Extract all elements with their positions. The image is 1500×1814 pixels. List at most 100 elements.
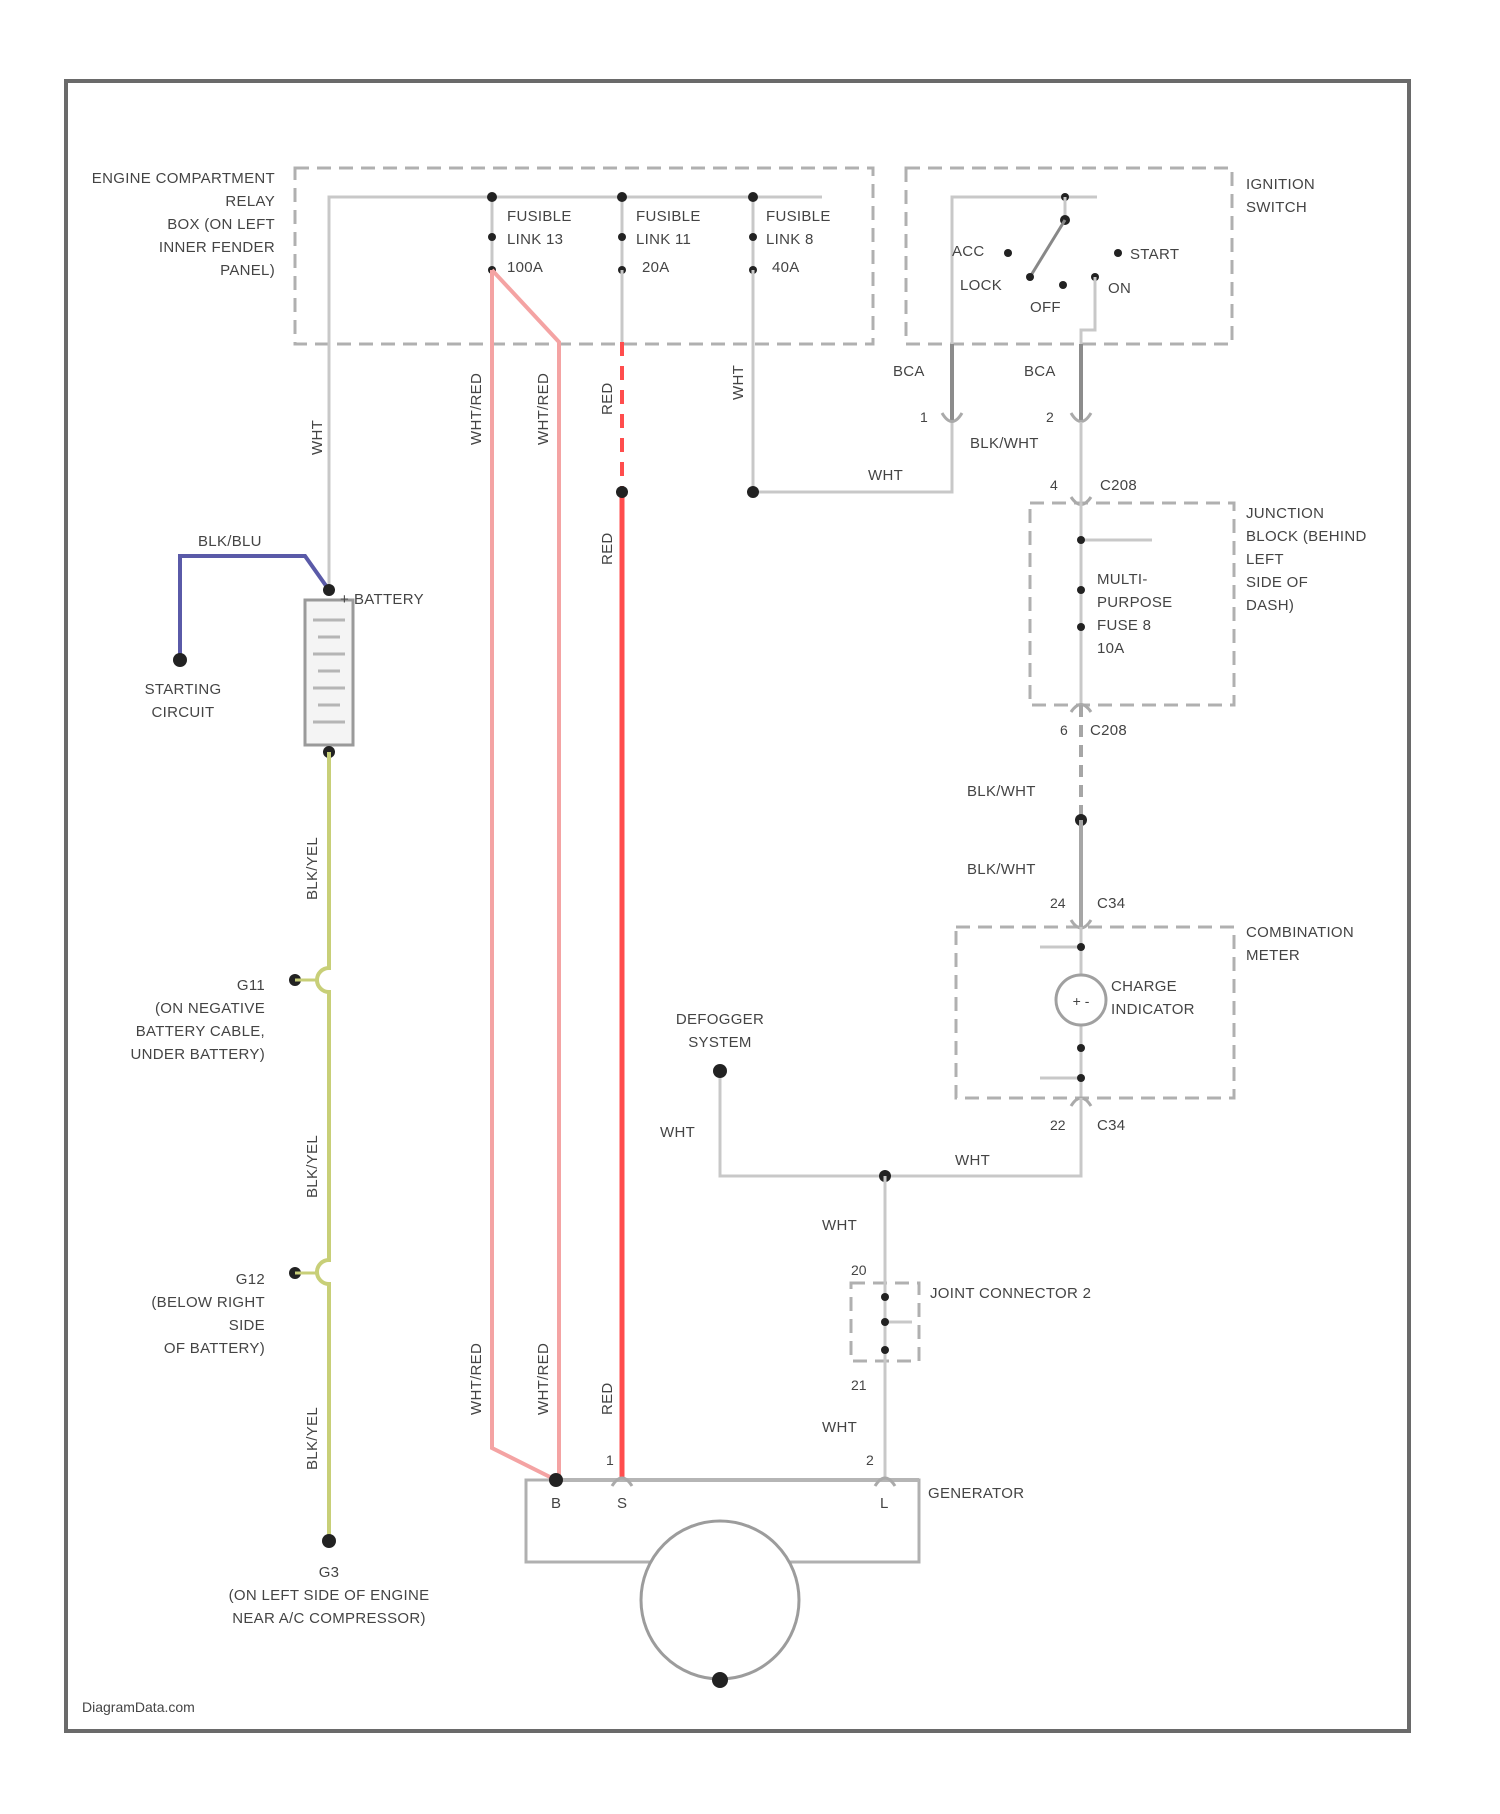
wire-splice-to-defogger bbox=[720, 1071, 885, 1176]
wire-label-wht-red-3: WHT/RED bbox=[468, 1343, 485, 1415]
relay-box-bus bbox=[329, 197, 822, 344]
generator-pin-l-num: 2 bbox=[866, 1452, 874, 1468]
svg-text:LINK 13: LINK 13 bbox=[507, 231, 563, 248]
wire-label-wht-jc-top: WHT bbox=[822, 1217, 857, 1234]
svg-text:UNDER BATTERY): UNDER BATTERY) bbox=[131, 1046, 266, 1063]
charge-indicator-label: CHARGE INDICATOR bbox=[1111, 978, 1195, 1018]
source-watermark: DiagramData.com bbox=[82, 1699, 195, 1715]
wire-label-wht-junc: WHT bbox=[868, 467, 903, 484]
starting-circuit-label: STARTING CIRCUIT bbox=[145, 681, 222, 721]
svg-text:MULTI-: MULTI- bbox=[1097, 571, 1148, 588]
junction-node-1 bbox=[1077, 536, 1085, 544]
fusible-link-8-label: FUSIBLE LINK 8 40A bbox=[766, 208, 831, 276]
svg-text:COMBINATION: COMBINATION bbox=[1246, 924, 1354, 941]
svg-text:FUSE 8: FUSE 8 bbox=[1097, 617, 1151, 634]
switch-pos-on: ON bbox=[1108, 280, 1131, 297]
relay-bus-node-3 bbox=[748, 192, 758, 202]
svg-text:STARTING: STARTING bbox=[145, 681, 222, 698]
wire-label-red-bot: RED bbox=[599, 1382, 616, 1415]
wire-label-bca-1: BCA bbox=[893, 363, 925, 380]
svg-text:40A: 40A bbox=[772, 259, 800, 276]
svg-text:IGNITION: IGNITION bbox=[1246, 176, 1315, 193]
connector-c34b: C34 bbox=[1097, 1117, 1125, 1134]
meter-node-bot bbox=[1077, 1074, 1085, 1082]
generator-pin-s: S bbox=[617, 1495, 627, 1512]
connector-c208-pin: 4 bbox=[1050, 477, 1058, 493]
svg-text:BLOCK (BEHIND: BLOCK (BEHIND bbox=[1246, 528, 1367, 545]
ignition-switch-label: IGNITION SWITCH bbox=[1246, 176, 1315, 216]
fl8-term-a bbox=[749, 233, 757, 241]
battery-positive-node bbox=[323, 584, 335, 596]
ground-g3 bbox=[322, 1534, 336, 1548]
generator-label: GENERATOR bbox=[928, 1485, 1024, 1502]
junction-fuse-a bbox=[1077, 586, 1085, 594]
ground-g11-label: G11 (ON NEGATIVE BATTERY CABLE, UNDER BA… bbox=[131, 977, 266, 1063]
ign-acc-contact bbox=[1004, 249, 1012, 257]
ign-start-contact bbox=[1114, 249, 1122, 257]
wire-label-blk-wht-3: BLK/WHT bbox=[967, 861, 1036, 878]
wire-label-blk-yel-1: BLK/YEL bbox=[304, 837, 321, 900]
svg-text:RELAY: RELAY bbox=[225, 193, 275, 210]
svg-text:LEFT: LEFT bbox=[1246, 551, 1284, 568]
connector-c208: C208 bbox=[1100, 477, 1137, 494]
wire-label-bca-2: BCA bbox=[1024, 363, 1056, 380]
wire-label-wht-fl8: WHT bbox=[730, 365, 747, 400]
battery-icon bbox=[305, 600, 353, 745]
svg-text:G11: G11 bbox=[237, 977, 265, 994]
charge-indicator-symbol: + - bbox=[1073, 993, 1090, 1009]
junction-fuse-b bbox=[1077, 623, 1085, 631]
joint-node-1 bbox=[881, 1293, 889, 1301]
switch-pos-start: START bbox=[1130, 246, 1179, 263]
svg-text:G3: G3 bbox=[319, 1564, 340, 1581]
wire-fl13-generator-b-2 bbox=[492, 270, 559, 1480]
svg-text:SWITCH: SWITCH bbox=[1246, 199, 1307, 216]
joint-pin-b: 21 bbox=[851, 1377, 867, 1393]
fl13-term-a bbox=[488, 233, 496, 241]
svg-text:ENGINE COMPARTMENT: ENGINE COMPARTMENT bbox=[92, 170, 275, 187]
fuse-label: MULTI- PURPOSE FUSE 8 10A bbox=[1097, 571, 1172, 657]
svg-text:(BELOW RIGHT: (BELOW RIGHT bbox=[151, 1294, 265, 1311]
generator-pin-b: B bbox=[551, 1495, 561, 1512]
wire-label-blk-yel-2: BLK/YEL bbox=[304, 1135, 321, 1198]
joint-pin-a: 20 bbox=[851, 1262, 867, 1278]
connector-c208b-pin: 6 bbox=[1060, 722, 1068, 738]
svg-text:FUSIBLE: FUSIBLE bbox=[636, 208, 701, 225]
svg-text:INNER FENDER: INNER FENDER bbox=[159, 239, 275, 256]
svg-text:LINK 8: LINK 8 bbox=[766, 231, 814, 248]
svg-text:(ON LEFT SIDE OF ENGINE: (ON LEFT SIDE OF ENGINE bbox=[229, 1587, 430, 1604]
svg-text:PURPOSE: PURPOSE bbox=[1097, 594, 1172, 611]
svg-text:10A: 10A bbox=[1097, 640, 1125, 657]
relay-box-outline bbox=[295, 168, 873, 344]
connector-c34: C34 bbox=[1097, 895, 1125, 912]
fl11-term-a bbox=[618, 233, 626, 241]
wire-label-blk-wht-1: BLK/WHT bbox=[970, 435, 1039, 452]
svg-text:SIDE: SIDE bbox=[229, 1317, 265, 1334]
ign-lock-contact bbox=[1026, 273, 1034, 281]
svg-text:INDICATOR: INDICATOR bbox=[1111, 1001, 1195, 1018]
svg-text:FUSIBLE: FUSIBLE bbox=[507, 208, 572, 225]
svg-text:DEFOGGER: DEFOGGER bbox=[676, 1011, 764, 1028]
fl8-splice bbox=[747, 486, 759, 498]
wire-label-wht-defog: WHT bbox=[660, 1124, 695, 1141]
svg-text:JUNCTION: JUNCTION bbox=[1246, 505, 1324, 522]
relay-bus-node-2 bbox=[617, 192, 627, 202]
connector-c208b: C208 bbox=[1090, 722, 1127, 739]
ign-switch-blade bbox=[1030, 220, 1065, 277]
battery-terminal-plus: + bbox=[340, 591, 349, 608]
ground-g3-label: G3 (ON LEFT SIDE OF ENGINE NEAR A/C COMP… bbox=[229, 1564, 430, 1627]
generator-ground bbox=[712, 1672, 728, 1688]
svg-text:100A: 100A bbox=[507, 259, 543, 276]
wire-label-wht-red-4: WHT/RED bbox=[535, 1343, 552, 1415]
svg-text:BOX (ON LEFT: BOX (ON LEFT bbox=[167, 216, 275, 233]
wire-label-red-top: RED bbox=[599, 382, 616, 415]
meter-node-mid bbox=[1077, 1044, 1085, 1052]
svg-text:CIRCUIT: CIRCUIT bbox=[152, 704, 215, 721]
defogger-system-label: DEFOGGER SYSTEM bbox=[676, 1011, 764, 1051]
svg-text:PANEL): PANEL) bbox=[220, 262, 275, 279]
svg-text:SYSTEM: SYSTEM bbox=[688, 1034, 751, 1051]
connector-c34b-pin: 22 bbox=[1050, 1117, 1066, 1133]
wire-label-wht-red-1: WHT/RED bbox=[468, 373, 485, 445]
wire-label-wht-red-2: WHT/RED bbox=[535, 373, 552, 445]
starting-circuit-arrow bbox=[173, 653, 187, 667]
wire-label-wht-battery: WHT bbox=[309, 420, 326, 455]
